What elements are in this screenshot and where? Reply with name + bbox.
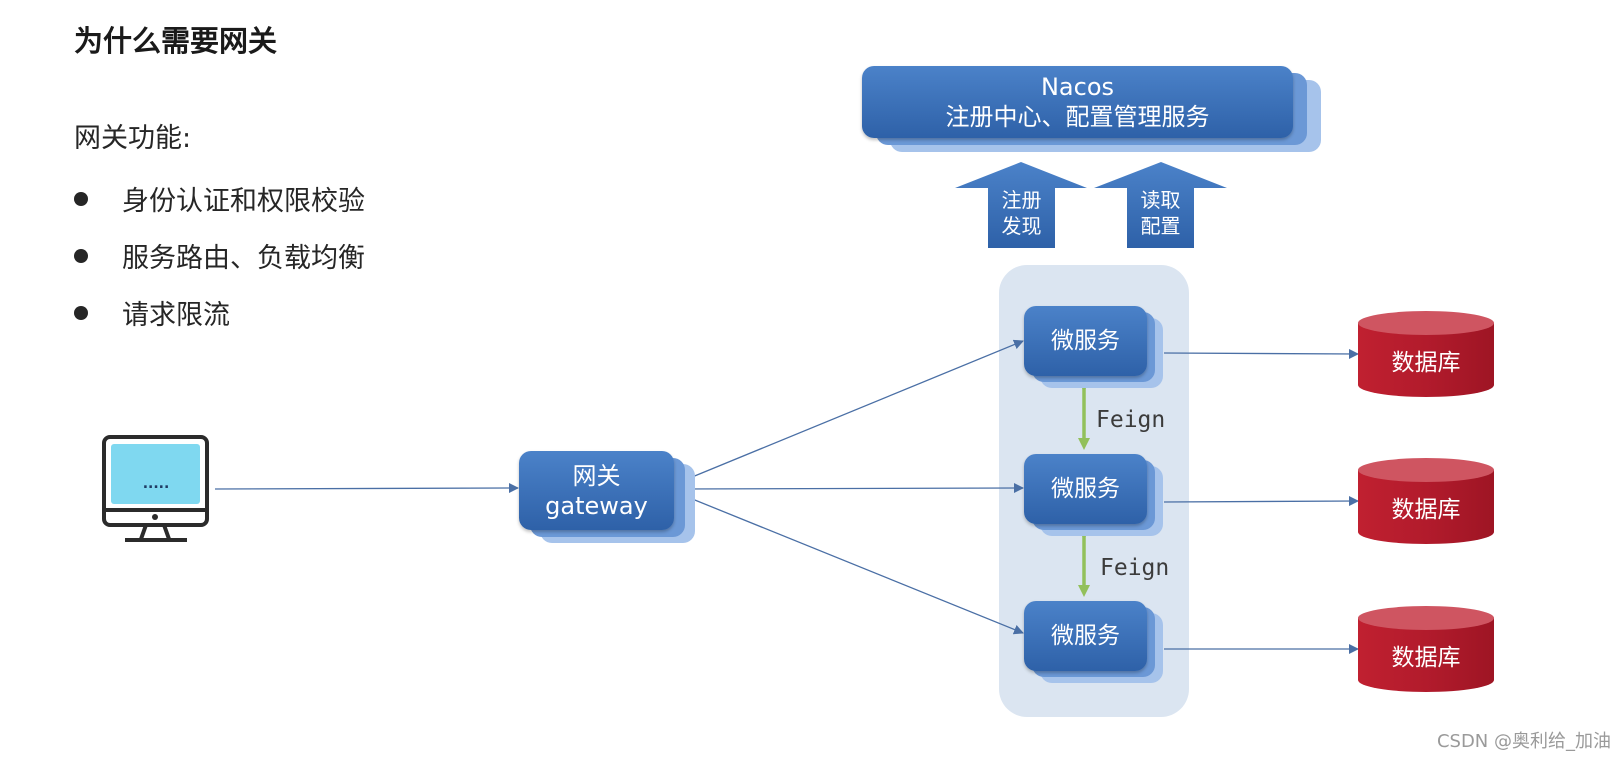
read-config-label: 读取 配置	[1127, 187, 1194, 239]
feature-item: 服务路由、负载均衡	[74, 227, 365, 284]
client-screen-text: .....	[142, 476, 170, 492]
nacos-name: Nacos	[1040, 73, 1115, 101]
read-config-line1: 读取	[1140, 188, 1181, 212]
microservice-label: 微服务	[1051, 475, 1120, 502]
service2-db-connector	[1163, 496, 1359, 507]
database-label-3: 数据库	[1391, 645, 1461, 671]
microservice-box-3[interactable]: 微服务	[1024, 601, 1147, 671]
database-icon-2	[1358, 458, 1494, 544]
feature-item: 身份认证和权限校验	[74, 170, 365, 227]
register-discover-line1: 注册	[1001, 188, 1042, 212]
gateway-box[interactable]: 网关 gateway	[519, 451, 674, 530]
feature-label: 服务路由、负载均衡	[122, 243, 365, 274]
client-gateway-connector	[214, 483, 519, 494]
features-heading: 网关功能:	[74, 123, 192, 154]
gateway-service3-connector	[679, 493, 1024, 635]
database-label-1: 数据库	[1391, 350, 1461, 376]
nacos-box[interactable]: Nacos 注册中心、配置管理服务	[862, 66, 1293, 138]
read-config-arrow	[1094, 162, 1227, 248]
bullet-icon	[74, 305, 88, 320]
read-config-line2: 配置	[1140, 214, 1181, 238]
register-discover-arrow	[955, 162, 1087, 248]
gateway-service1-connector	[679, 339, 1024, 483]
service1-db-connector	[1163, 348, 1359, 359]
gateway-label-cn: 网关	[572, 461, 621, 490]
page-title: 为什么需要网关	[74, 24, 278, 58]
computer-icon	[102, 435, 209, 542]
feign-label-2: Feign	[1100, 555, 1170, 581]
microservice-label: 微服务	[1051, 327, 1120, 354]
database-label-2: 数据库	[1391, 497, 1461, 523]
register-discover-label: 注册 发现	[988, 187, 1055, 239]
feature-label: 请求限流	[122, 300, 230, 331]
feature-list: 身份认证和权限校验 服务路由、负载均衡 请求限流	[74, 170, 365, 341]
gateway-label-en: gateway	[545, 491, 648, 520]
database-icon-1	[1358, 311, 1494, 397]
feature-label: 身份认证和权限校验	[122, 186, 365, 217]
database-icon-3	[1358, 606, 1494, 692]
register-discover-line2: 发现	[1001, 214, 1042, 238]
bullet-icon	[74, 248, 88, 263]
gateway-service2-connector	[679, 483, 1024, 494]
feature-item: 请求限流	[74, 284, 365, 341]
bullet-icon	[74, 191, 88, 206]
watermark: CSDN @奥利给_加油	[1436, 731, 1611, 752]
microservice-label: 微服务	[1051, 622, 1120, 649]
feign-label-1: Feign	[1096, 407, 1166, 433]
microservice-box-1[interactable]: 微服务	[1024, 306, 1147, 376]
nacos-desc: 注册中心、配置管理服务	[945, 103, 1210, 131]
microservice-box-2[interactable]: 微服务	[1024, 454, 1147, 524]
